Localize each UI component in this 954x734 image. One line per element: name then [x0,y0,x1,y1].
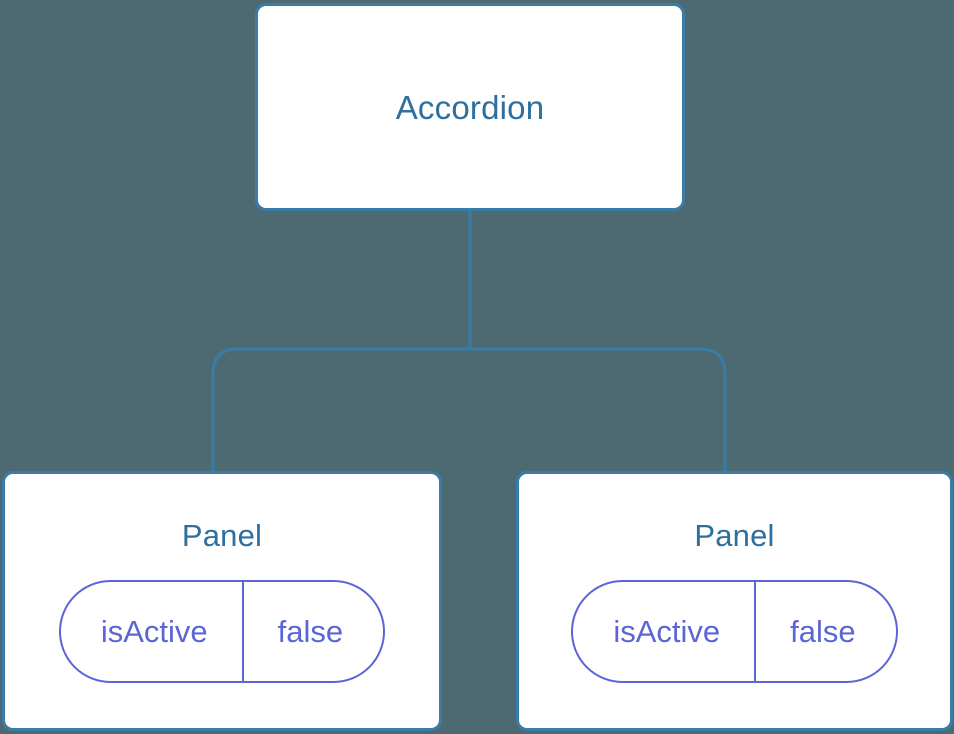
prop-value: false [790,614,856,649]
prop-badge[interactable]: isActive false [58,580,386,683]
prop-badge[interactable]: isActive false [571,580,898,683]
node-card-panel-1[interactable]: Panel isActive false [516,471,953,731]
node-title: Panel [181,518,263,553]
node-card-accordion[interactable]: Accordion [255,3,685,211]
prop-key: isActive [573,582,757,681]
node-title: Panel [694,518,775,553]
prop-key: isActive [61,582,244,681]
prop-value: false [277,614,344,649]
node-title: Accordion [395,88,545,126]
node-card-panel-0[interactable]: Panel isActive false [2,471,442,731]
connector-bracket [211,347,727,474]
